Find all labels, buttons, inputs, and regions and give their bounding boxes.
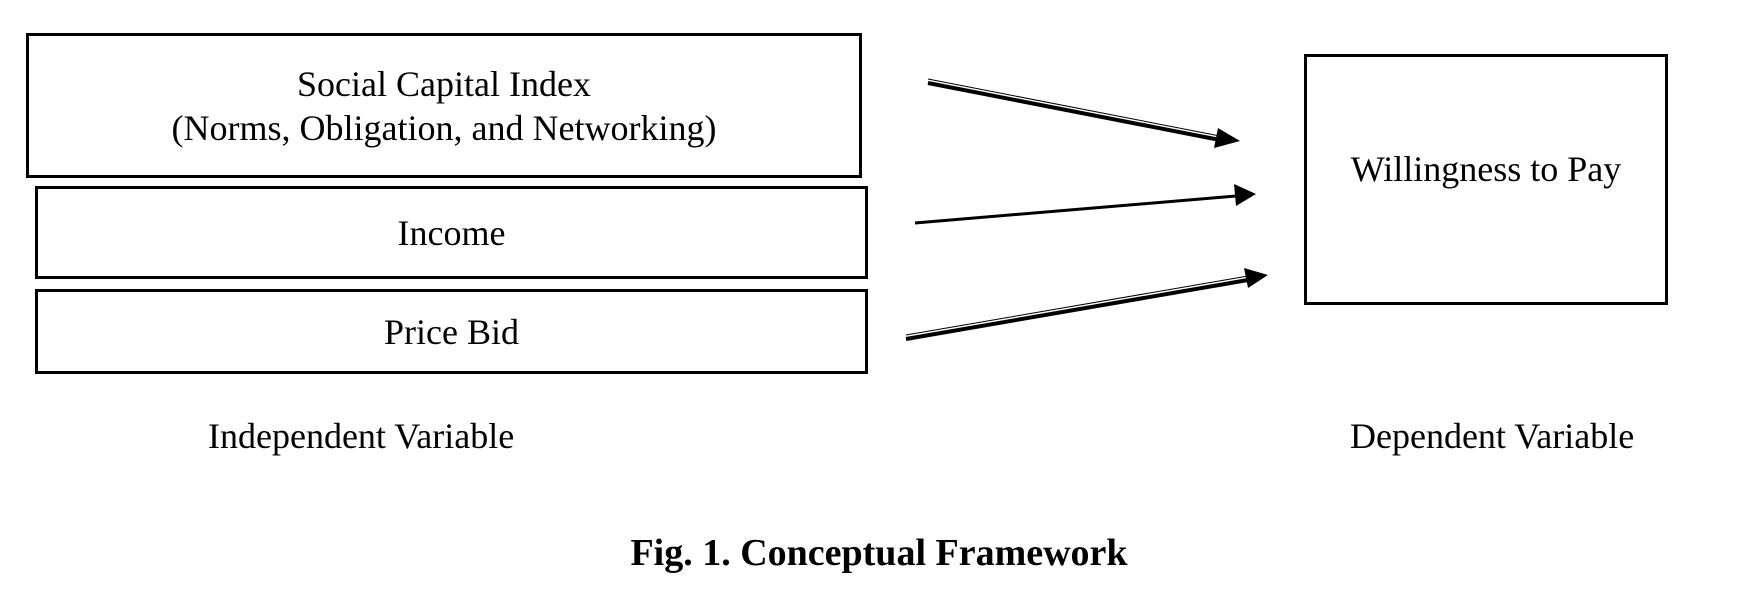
- arrow-income-to-wtp: [914, 184, 1256, 225]
- arrow-price-to-wtp: [905, 268, 1268, 341]
- price-bid-label: Price Bid: [384, 311, 519, 352]
- willingness-to-pay-box: Willingness to Pay: [1304, 54, 1668, 305]
- independent-variable-label: Independent Variable: [208, 416, 515, 456]
- figure-caption: Fig. 1. Conceptual Framework: [630, 532, 1128, 574]
- willingness-to-pay-label: Willingness to Pay: [1350, 149, 1622, 189]
- price-bid-box: Price Bid: [35, 289, 868, 374]
- income-box: Income: [35, 186, 868, 279]
- social-capital-index-subtitle: (Norms, Obligation, and Networking): [171, 107, 717, 148]
- dependent-variable-label: Dependent Variable: [1350, 416, 1635, 456]
- arrow-social-to-wtp: [927, 78, 1240, 148]
- social-capital-index-box: Social Capital Index (Norms, Obligation,…: [26, 33, 862, 178]
- income-label: Income: [397, 212, 506, 253]
- social-capital-index-title: Social Capital Index: [297, 63, 591, 104]
